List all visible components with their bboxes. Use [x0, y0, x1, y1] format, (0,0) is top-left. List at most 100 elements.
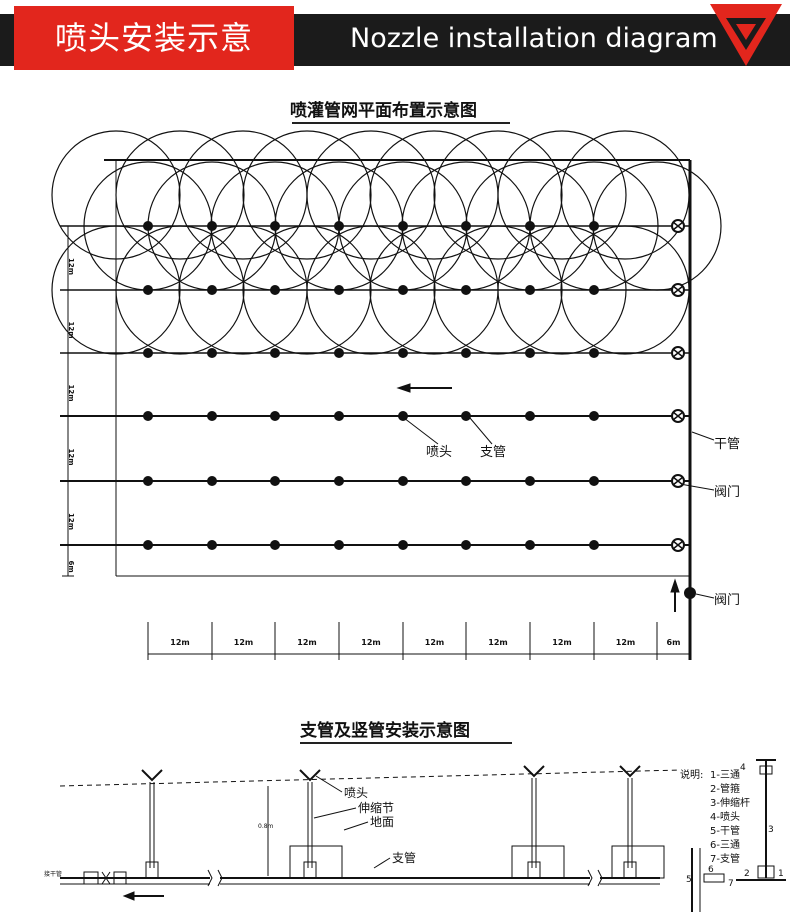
nozzle-point: [270, 540, 280, 550]
valve-cross: [672, 285, 684, 295]
nozzle-point: [398, 348, 408, 358]
nozzle-point: [461, 411, 471, 421]
nozzle-point: [398, 285, 408, 295]
red-v-chevron-icon: [710, 4, 782, 66]
label-main-pipe: 干管: [714, 437, 740, 452]
nozzle-point: [207, 540, 217, 550]
nozzle-point: [143, 540, 153, 550]
label-inlet-valve: 阀门: [714, 593, 740, 608]
nozzle-point: [525, 476, 535, 486]
nozzle-point: [525, 285, 535, 295]
nozzle-point: [589, 221, 599, 231]
coverage-circle: [560, 130, 690, 260]
nozzle-point: [207, 348, 217, 358]
svg-text:7: 7: [728, 879, 734, 889]
nozzle-point: [143, 348, 153, 358]
nozzle-point: [525, 540, 535, 550]
note-item: 2-管箍: [710, 782, 740, 795]
section-title-underline: [300, 742, 512, 744]
nozzle-point: [398, 221, 408, 231]
section-label-nozzle: 喷头: [344, 786, 368, 800]
valve-cross: [672, 221, 684, 231]
valve-cross: [672, 411, 684, 421]
section-label-height: 0.8m: [258, 823, 274, 830]
nozzle-point: [143, 411, 153, 421]
nozzle-point: [334, 476, 344, 486]
svg-text:1: 1: [778, 869, 784, 879]
row-spacing-label: 12m: [67, 322, 75, 339]
coverage-circle: [242, 130, 372, 260]
svg-text:6: 6: [708, 865, 714, 875]
svg-text:2: 2: [744, 869, 750, 879]
nozzle-point: [525, 221, 535, 231]
nozzle-point: [207, 411, 217, 421]
svg-text:4: 4: [740, 763, 746, 773]
nozzle-point: [525, 411, 535, 421]
tee-fitting: [623, 861, 637, 879]
nozzle-point: [270, 411, 280, 421]
column-spacing-label: 12m: [425, 638, 444, 647]
nozzle-point: [334, 348, 344, 358]
note-item: 7-支管: [710, 852, 740, 865]
inlet-valve-point: [684, 587, 696, 599]
svg-text:5: 5: [686, 875, 692, 885]
row-spacing-label: 12m: [67, 513, 75, 530]
nozzle-point: [398, 540, 408, 550]
section-label-telescopic: 伸缩节: [358, 800, 394, 815]
note-item: 1-三通: [710, 769, 740, 781]
note-item: 5-干管: [710, 824, 740, 837]
coverage-circle: [433, 130, 563, 260]
nozzle-point: [589, 348, 599, 358]
nozzle-point: [334, 221, 344, 231]
valve-cross: [672, 540, 684, 550]
note-item: 4-喷头: [710, 811, 740, 823]
label-branch-pipe: 支管: [480, 445, 506, 460]
nozzle-point: [589, 285, 599, 295]
svg-text:3: 3: [768, 825, 774, 835]
nozzle-point: [143, 476, 153, 486]
column-spacing-label: 12m: [488, 638, 507, 647]
column-spacing-label: 12m: [234, 638, 253, 647]
nozzle-point: [461, 540, 471, 550]
sprinkler-head-icon: [141, 769, 163, 782]
nozzle-point: [334, 285, 344, 295]
nozzle-point: [270, 285, 280, 295]
nozzle-point: [589, 540, 599, 550]
column-spacing-label: 12m: [170, 638, 189, 647]
nozzle-point: [461, 476, 471, 486]
tee-fitting: [527, 861, 541, 879]
sprinkler-head-icon: [299, 769, 321, 782]
notes-title: 说明:: [680, 768, 703, 781]
nozzle-point: [589, 476, 599, 486]
column-spacing-label: 12m: [361, 638, 380, 647]
row-spacing-label: 6m: [67, 561, 75, 573]
nozzle-point: [207, 285, 217, 295]
row-spacing-label: 12m: [67, 385, 75, 402]
column-spacing-label: 12m: [297, 638, 316, 647]
plan-title: 喷灌管网平面布置示意图: [290, 101, 477, 121]
sprinkler-head-icon: [619, 765, 641, 778]
coverage-circle: [51, 130, 181, 260]
coverage-circle: [497, 130, 627, 260]
nozzle-point: [207, 476, 217, 486]
nozzle-point: [270, 221, 280, 231]
section-label-ground: 地面: [370, 815, 394, 829]
note-item: 6-三通: [710, 839, 740, 851]
sprinkler-head-icon: [523, 765, 545, 778]
nozzle-point: [270, 476, 280, 486]
valve-cross: [672, 476, 684, 486]
nozzle-point: [270, 348, 280, 358]
section-title: 支管及竖管安装示意图: [300, 721, 470, 741]
column-spacing-label: 6m: [667, 638, 681, 647]
nozzle-point: [398, 476, 408, 486]
nozzle-point: [398, 411, 408, 421]
coverage-circle: [115, 130, 245, 260]
section-label-main-pipe: 接干管: [44, 870, 62, 878]
tee-fitting: [145, 861, 159, 879]
coverage-circle: [306, 130, 436, 260]
note-item: 3-伸缩杆: [710, 796, 750, 809]
nozzle-point: [461, 348, 471, 358]
nozzle-point: [143, 285, 153, 295]
